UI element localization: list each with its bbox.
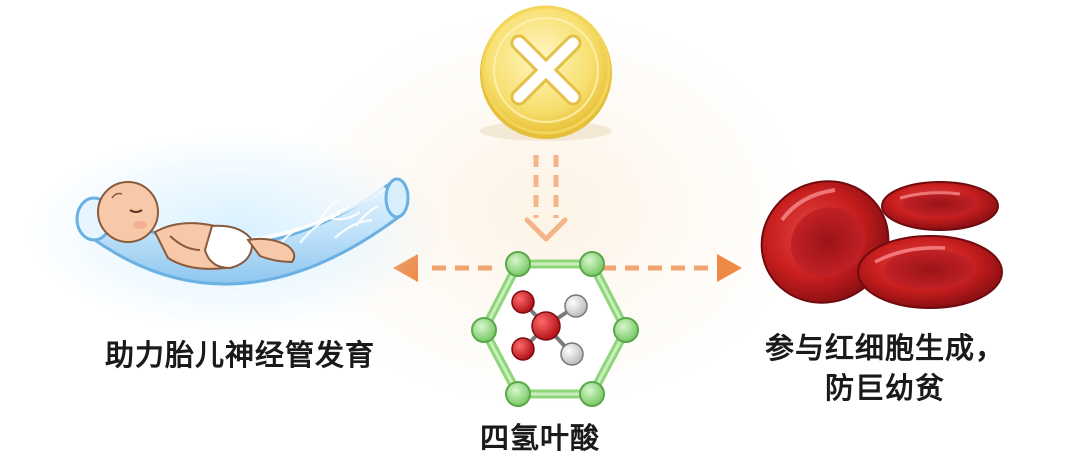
blood-cell [760, 180, 890, 304]
hexagon-nodes [471, 251, 639, 407]
molecule-atoms [511, 290, 588, 366]
arrow-right [602, 254, 742, 282]
label-tetrahydrofolate: 四氢叶酸 [479, 421, 600, 455]
tetrahydrofolate-molecule-icon [471, 251, 639, 407]
background-glow [285, 10, 805, 410]
label-red-blood-cell: 参与红细胞生成， 防巨幼贫 [720, 328, 1050, 408]
label-red-blood-cell-line1: 参与红细胞生成， [764, 331, 1005, 365]
blood-cell [881, 181, 999, 231]
blood-cell [857, 235, 1003, 309]
red-blood-cells-icon [760, 180, 1003, 309]
arrow-down [524, 155, 568, 242]
fetus-figure [97, 181, 296, 270]
prohibition-x-coin-icon [480, 5, 612, 141]
fetus-in-neural-tube-icon [25, 132, 445, 332]
label-red-blood-cell-line2: 防巨幼贫 [824, 371, 945, 405]
label-neural-tube: 助力胎儿神经管发育 [104, 338, 375, 372]
